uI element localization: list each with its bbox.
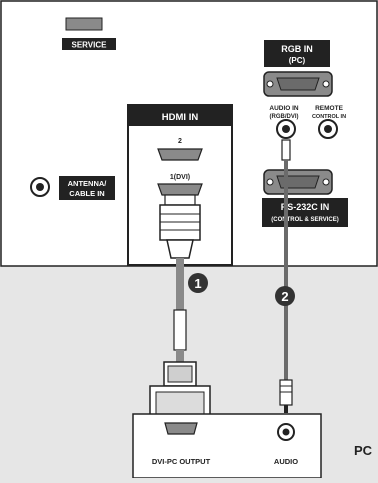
pc-panel: DVI-PC OUTPUT AUDIO xyxy=(132,413,322,479)
rgb-in-label: RGB IN xyxy=(281,44,313,54)
hdmi-port-2 xyxy=(157,148,203,161)
rs232c-label: RS-232C IN xyxy=(281,202,330,212)
pc-audio-label: AUDIO xyxy=(274,457,298,466)
step-1-number: 1 xyxy=(194,276,201,291)
hdmi-port-2-label: 2 xyxy=(178,138,182,145)
pc-label: PC xyxy=(354,443,373,458)
rs232c-sub-label: (CONTROL & SERVICE) xyxy=(271,217,338,223)
rgb-in-pc-label: (PC) xyxy=(289,56,306,65)
remote-control-jack: REMOTE CONTROL IN xyxy=(312,105,346,139)
audio-in-sub-label: (RGB/DVI) xyxy=(270,114,299,120)
audio-in-jack: AUDIO IN (RGB/DVI) xyxy=(269,105,299,139)
dvi-pc-output-port xyxy=(164,422,198,435)
step-2-number: 2 xyxy=(281,289,288,304)
antenna-label: ANTENNA/ xyxy=(68,179,108,188)
rgb-in-section: RGB IN (PC) xyxy=(263,40,333,97)
hdmi-in-label: HDMI IN xyxy=(162,112,199,123)
cable-in-label: CABLE IN xyxy=(69,189,104,198)
hdmi-port-1-label: 1(DVI) xyxy=(170,174,190,181)
audio-in-label: AUDIO IN xyxy=(269,105,299,112)
step-1-badge: 1 xyxy=(188,273,208,293)
step-2-badge: 2 xyxy=(275,286,295,306)
rgb-vga-port xyxy=(263,71,333,97)
dvi-pc-output-label: DVI-PC OUTPUT xyxy=(152,457,211,466)
antenna-cable-in: ANTENNA/ CABLE IN xyxy=(30,176,115,200)
remote-label: REMOTE xyxy=(315,105,343,112)
audio-cable xyxy=(279,139,293,413)
service-port: SERVICE xyxy=(62,17,116,50)
hdmi-port-1 xyxy=(157,183,203,196)
remote-sub-label: CONTROL IN xyxy=(312,114,346,120)
hdmi-dvi-cable xyxy=(149,194,211,419)
service-label: SERVICE xyxy=(72,41,108,50)
